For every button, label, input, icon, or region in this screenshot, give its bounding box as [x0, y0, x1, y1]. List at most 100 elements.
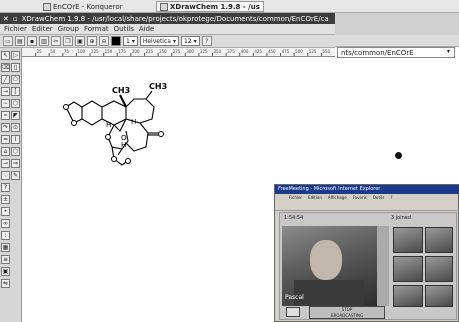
help-icon[interactable]: ?	[201, 36, 212, 46]
oxygen-atom	[125, 158, 131, 164]
central-ring	[101, 100, 127, 126]
eraser-icon[interactable]: ⌫	[1, 63, 10, 72]
hand-tool-icon[interactable]: ☜	[1, 171, 10, 180]
ruler-tick-label: 275	[173, 49, 181, 54]
ruler-tick-label: 150	[105, 49, 113, 54]
ruler-tick-label: 450	[268, 49, 276, 54]
task-konqueror[interactable]: EnCOrE - Konqueror	[40, 1, 126, 12]
lone-pair-icon[interactable]: :	[1, 231, 10, 240]
font-size-select[interactable]: 12 ▾	[180, 36, 200, 46]
drawing-tools-panel: ↖ ▷ ⌫ ▯ ╱ ⬠ → [ ∼ ⬡ ┅ ◤ ↷ ⊙ ═ ⌇ ⌂ ⬡ ⇀ ⇒ …	[0, 48, 22, 322]
window-title: XDrawChem 1.9.8 - /usr/local/share/proje…	[21, 14, 329, 23]
ruler-tick-label: 100	[77, 49, 85, 54]
line-width-value: 1	[126, 37, 130, 45]
new-file-icon[interactable]: ▭	[3, 36, 13, 46]
methyl-label: CH3	[149, 82, 167, 91]
oxygen-atom	[105, 134, 111, 140]
menu-group[interactable]: Group	[57, 25, 79, 33]
zoom-out-icon[interactable]: ⊖	[99, 36, 109, 46]
minimize-icon[interactable]: ▫	[12, 14, 18, 23]
menu-outils[interactable]: Outils	[113, 25, 134, 33]
chain-tool-icon[interactable]: ⌇	[11, 135, 20, 144]
ie-menu-affichage[interactable]: Affichage	[327, 195, 347, 200]
pen-tool-icon[interactable]: ✎	[11, 171, 20, 180]
participant-thumbnail[interactable]	[393, 227, 423, 253]
window-menu-icon[interactable]: ✕	[3, 14, 9, 23]
benzene-ring	[81, 100, 103, 126]
menu-format[interactable]: Format	[83, 25, 109, 33]
oxygen-label: O	[121, 134, 127, 142]
font-select[interactable]: Helvetica ▾	[139, 36, 179, 46]
lasso-icon[interactable]: ▷	[11, 51, 20, 60]
task-xdrawchem[interactable]: XDrawChem 1.9.8 - /us	[156, 1, 264, 12]
address-value: nts/common/EnCOrE	[341, 49, 414, 57]
participant-thumbnail[interactable]	[425, 256, 453, 282]
address-field[interactable]: nts/common/EnCOrE	[337, 47, 455, 58]
menu-bar: Fichier Editer Group Format Outils Aide	[0, 24, 335, 35]
line-width-select[interactable]: 1 ▾	[123, 36, 138, 46]
dashed-bond-icon[interactable]: ┅	[1, 111, 10, 120]
zoom-in-icon[interactable]: ⊕	[87, 36, 97, 46]
menu-editer[interactable]: Editer	[31, 25, 53, 33]
hydrogen-label: H	[121, 141, 126, 149]
symbol-tool-icon[interactable]: ⊙	[11, 123, 20, 132]
font-size-value: 12	[183, 37, 192, 45]
ruler-tick-label: 75	[64, 49, 70, 54]
participant-thumbnail[interactable]	[393, 256, 423, 282]
dioxolane-ring	[111, 146, 129, 166]
charge-tool-icon[interactable]: ±	[1, 195, 10, 204]
camera-button[interactable]	[286, 307, 300, 317]
ie-menu-fichier[interactable]: Fichier	[289, 195, 303, 200]
participant-thumbnail[interactable]	[425, 227, 453, 253]
template-icon[interactable]: ⌂	[1, 147, 10, 156]
ie-menu-favoris[interactable]: Favoris	[352, 195, 367, 200]
color-icon[interactable]	[111, 36, 121, 46]
flip-icon[interactable]: ⇋	[1, 279, 10, 288]
ie-title-bar[interactable]: FreeMeeting - Microsoft Internet Explore…	[275, 185, 459, 194]
participant-thumbnail[interactable]	[425, 285, 453, 307]
wavy-bond-icon[interactable]: ∼	[1, 99, 10, 108]
title-bar[interactable]: ✕ ▫ XDrawChem 1.9.8 - /usr/local/share/p…	[0, 13, 335, 24]
group-icon[interactable]: ▣	[1, 267, 10, 276]
konqueror-icon	[43, 2, 51, 11]
arrow-tool-icon[interactable]: →	[1, 87, 10, 96]
radical-tool-icon[interactable]: •	[1, 207, 10, 216]
bond-tool-icon[interactable]: ╱	[1, 75, 10, 84]
wedge-bond-icon[interactable]: ◤	[11, 111, 20, 120]
save-icon[interactable]: ▪	[27, 36, 37, 46]
hexagon-icon[interactable]: ⬡	[11, 99, 20, 108]
ie-menu-edition[interactable]: Edition	[308, 195, 322, 200]
ring-tool-icon[interactable]: ⬠	[11, 75, 20, 84]
align-icon[interactable]: ≡	[1, 255, 10, 264]
presenter-shoulders	[294, 280, 364, 306]
reaction-arrow-icon[interactable]: ⇀	[1, 159, 10, 168]
hexagon-ring-icon[interactable]: ⬡	[11, 147, 20, 156]
retro-arrow-icon[interactable]: ⇒	[11, 159, 20, 168]
double-bond-icon[interactable]: ═	[1, 135, 10, 144]
text-tool-icon[interactable]: ▯	[11, 63, 20, 72]
stop-broadcasting-button[interactable]: STOP BROADCASTING	[309, 306, 385, 319]
cut-icon[interactable]: ✂	[51, 36, 61, 46]
print-icon[interactable]: ▥	[39, 36, 49, 46]
paste-icon[interactable]: ▣	[75, 36, 85, 46]
orbital-tool-icon[interactable]: ∞	[1, 219, 10, 228]
chevron-down-icon[interactable]: ▾	[447, 48, 451, 55]
ie-menu-help[interactable]: ?	[390, 195, 393, 200]
query-tool-icon[interactable]: ?	[1, 183, 10, 192]
menu-aide[interactable]: Aide	[138, 25, 155, 33]
konqueror-location-bar	[335, 35, 459, 47]
grid-icon[interactable]: ▦	[1, 243, 10, 252]
ruler-tick-label: 475	[282, 49, 290, 54]
ie-menu-outils[interactable]: Outils	[372, 195, 385, 200]
bracket-tool-icon[interactable]: [	[11, 87, 20, 96]
konqueror-toolbar	[335, 13, 459, 35]
select-arrow-icon[interactable]: ↖	[1, 51, 10, 60]
curve-arrow-icon[interactable]: ↷	[1, 123, 10, 132]
open-file-icon[interactable]: ▤	[15, 36, 25, 46]
copy-icon[interactable]: ❐	[63, 36, 73, 46]
ruler-tick-label: 200	[132, 49, 140, 54]
xdrawchem-window: ✕ ▫ XDrawChem 1.9.8 - /usr/local/share/p…	[0, 13, 335, 322]
participant-thumbnail[interactable]	[393, 285, 423, 307]
lactone-link	[113, 118, 127, 132]
menu-fichier[interactable]: Fichier	[4, 25, 27, 33]
